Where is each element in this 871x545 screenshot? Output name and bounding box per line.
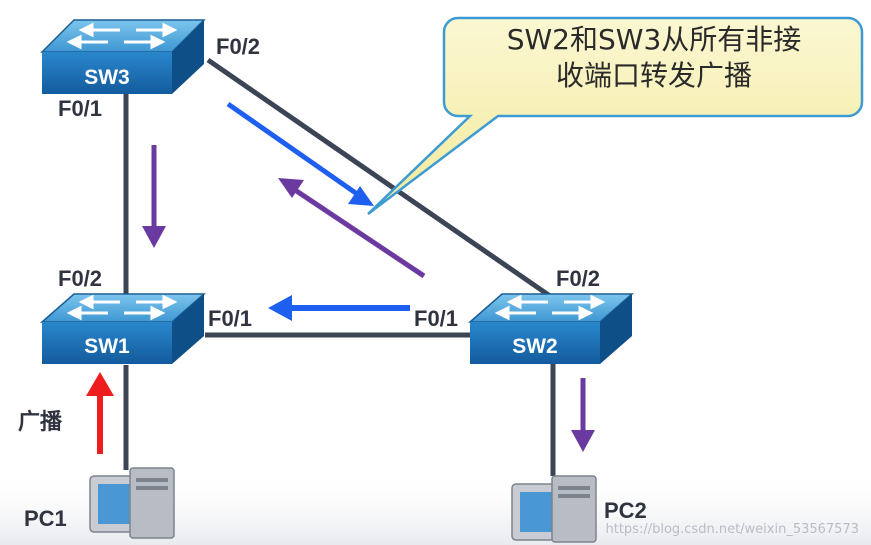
callout-line-2: 收端口转发广播 bbox=[555, 59, 752, 92]
blue-arrow-sw3-to-sw2 bbox=[226, 101, 374, 206]
pc2-computer-icon[interactable] bbox=[511, 475, 597, 543]
port-label-sw2-f01: F0/1 bbox=[414, 306, 459, 331]
switch-sw2[interactable] bbox=[468, 293, 634, 364]
broadcast-label: 广播 bbox=[18, 410, 63, 435]
switch-sw1-label: SW1 bbox=[84, 335, 130, 358]
pc1-label: PC1 bbox=[24, 506, 67, 531]
switch-arrows-icon bbox=[494, 294, 606, 321]
port-label-sw3-f01: F0/1 bbox=[58, 96, 103, 121]
switch-sw2-label: SW2 bbox=[512, 335, 558, 358]
red-arrow-pc1-to-sw1 bbox=[86, 372, 114, 454]
callout-line-1: SW2和SW3从所有非接 bbox=[506, 23, 802, 56]
switch-sw1[interactable] bbox=[40, 293, 206, 364]
pc1-computer-icon[interactable] bbox=[89, 467, 175, 539]
links bbox=[123, 57, 556, 476]
callout-box bbox=[367, 16, 864, 215]
switch-arrows-icon bbox=[66, 294, 178, 321]
switch-sw3[interactable] bbox=[40, 19, 206, 94]
link-sw3-sw2 bbox=[206, 57, 552, 299]
purple-arrow-sw2-to-pc2 bbox=[571, 378, 595, 452]
watermark: https://blog.csdn.net/weixin_53567573 bbox=[605, 522, 859, 537]
arrows bbox=[86, 101, 595, 454]
callout-text: SW2和SW3从所有非接 收端口转发广播 bbox=[452, 22, 856, 94]
port-label-sw2-f02: F0/2 bbox=[556, 266, 601, 291]
port-label-sw1-f02: F0/2 bbox=[58, 266, 103, 291]
port-label-sw3-f02: F0/2 bbox=[216, 34, 261, 59]
purple-arrow-sw3-to-sw1 bbox=[142, 145, 166, 248]
purple-arrow-sw2-to-sw3 bbox=[278, 178, 426, 279]
switch-sw3-label: SW3 bbox=[84, 66, 130, 89]
port-label-sw1-f01: F0/1 bbox=[208, 306, 253, 331]
switch-arrows-icon bbox=[66, 22, 178, 50]
pc2-label: PC2 bbox=[604, 498, 647, 523]
blue-arrow-sw2-to-sw1 bbox=[268, 295, 410, 321]
